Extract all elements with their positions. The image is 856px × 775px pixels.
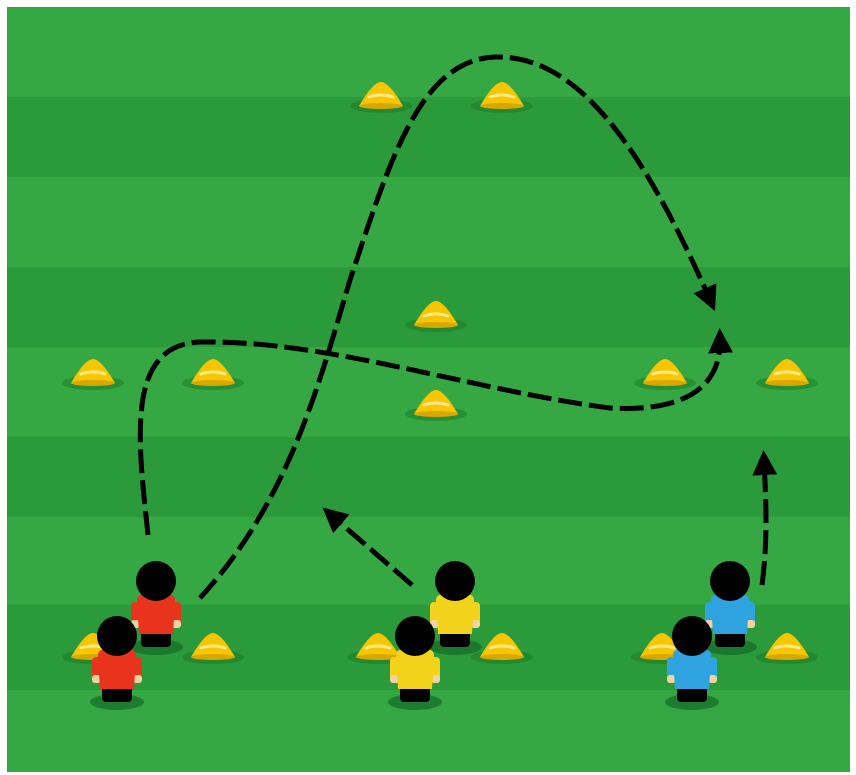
pitch-stripe [7, 97, 850, 177]
player-head [435, 561, 475, 601]
player-head [97, 616, 137, 656]
pitch-stripe [7, 7, 850, 97]
pitch-stripe [7, 177, 850, 267]
pitch-stripe [7, 437, 850, 517]
pitch-stripe [7, 347, 850, 437]
player-head [672, 616, 712, 656]
player-head [710, 561, 750, 601]
player-head [395, 616, 435, 656]
player-head [136, 561, 176, 601]
